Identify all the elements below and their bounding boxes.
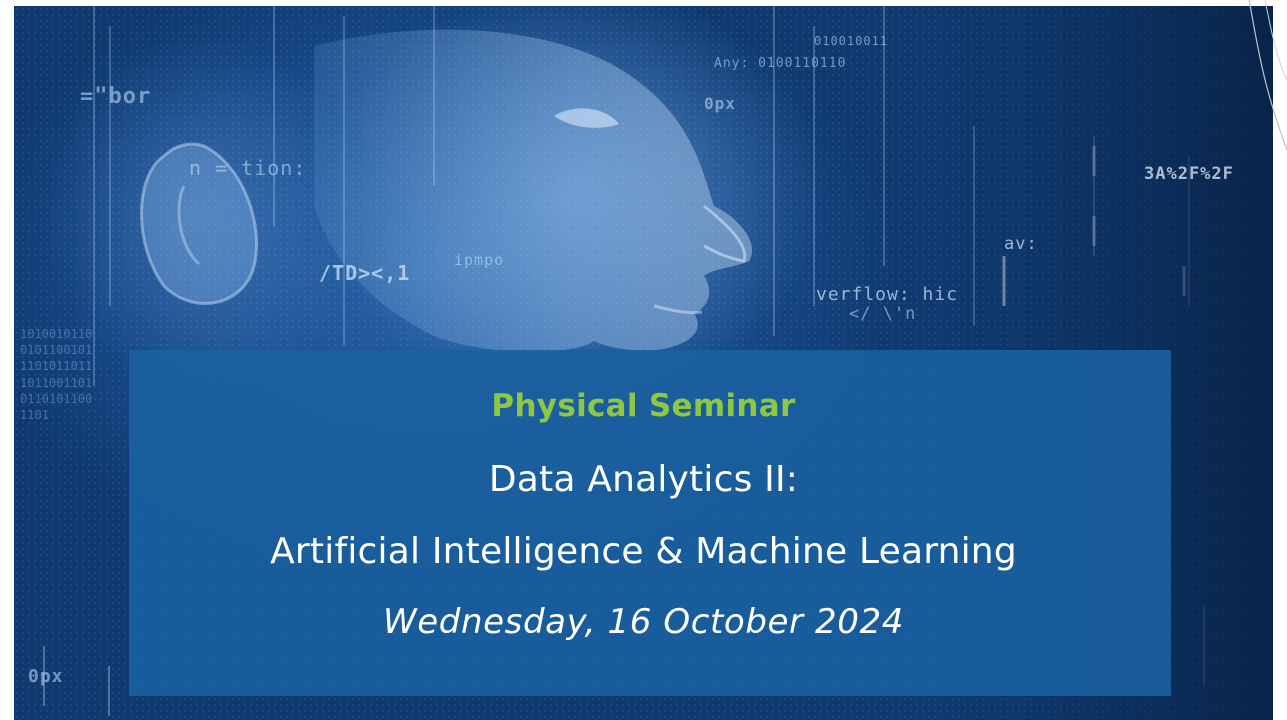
code-snippet: av: xyxy=(1004,234,1038,254)
binary-row: 1010010110 xyxy=(20,327,93,341)
code-snippet: 3A%2F%2F xyxy=(1144,164,1234,184)
code-snippet: ipmpo xyxy=(454,251,505,269)
event-type-label: Physical Seminar xyxy=(491,388,796,424)
event-banner xyxy=(129,350,1171,696)
event-title-line-1: Data Analytics II: xyxy=(488,459,799,500)
event-date: Wednesday, 16 October 2024 xyxy=(383,602,904,642)
binary-row: 1101 xyxy=(20,407,49,422)
code-snippet: verflow: hic xyxy=(816,284,959,305)
code-snippet: Any: 0100110110 xyxy=(714,56,847,71)
code-snippet: 010010011 xyxy=(814,34,889,48)
binary-row: 0110101100 xyxy=(20,391,93,406)
binary-row: 1101011011 xyxy=(20,359,93,374)
binary-row: 1011001101 xyxy=(20,375,93,390)
binary-row: 0101100101 xyxy=(20,343,93,358)
code-snippet: ="bor xyxy=(80,84,152,109)
code-snippet: n = tion: xyxy=(189,156,307,180)
code-snippet: </ \'n xyxy=(849,304,917,324)
code-snippet: 0px xyxy=(28,666,64,687)
code-snippet: 0px xyxy=(704,94,736,113)
event-title-line-2: Artificial Intelligence & Machine Learni… xyxy=(270,531,1017,572)
code-snippet: /TD><,1 xyxy=(319,261,411,285)
binary-stream: 1010010110 0101100101 1101011011 1011001… xyxy=(20,326,92,423)
